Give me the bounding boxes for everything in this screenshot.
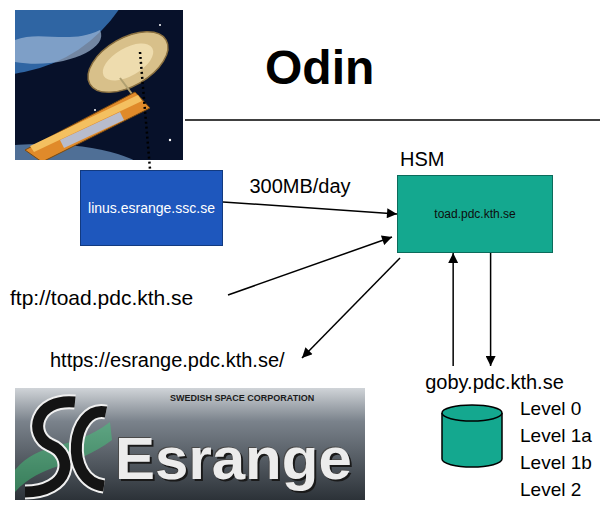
star-dot — [94, 109, 96, 111]
cylinder-top — [442, 405, 502, 421]
logo-subtitle: SWEDISH SPACE CORPORATION — [170, 393, 314, 403]
server-box: toad.pdc.kth.se — [397, 175, 553, 253]
cylinder-outline — [440, 404, 504, 468]
rate-label: 300MB/day — [247, 175, 352, 198]
satellite-picture — [15, 10, 183, 160]
satellite-stripe — [30, 95, 142, 152]
level-label: Level 0 — [520, 398, 581, 420]
level-label: Level 2 — [520, 479, 581, 501]
node-text: toad.pdc.kth.se — [434, 207, 515, 221]
logo-wordmark: Esrange — [115, 424, 352, 493]
diagram-title: Odin — [265, 40, 374, 95]
data-flow-arrow — [490, 253, 492, 366]
logo-ground — [15, 388, 365, 500]
logo-mark — [25, 402, 75, 492]
downlink-line — [140, 52, 150, 169]
logo-mark — [25, 402, 75, 492]
cloud-shape — [15, 30, 101, 64]
satellite-body — [25, 92, 150, 160]
node-text: linus.esrange.ssc.se — [88, 200, 215, 217]
level-label: Level 1b — [520, 452, 592, 474]
url-label: ftp://toad.pdc.kth.se — [10, 286, 193, 310]
level-label: Level 1a — [520, 425, 592, 447]
storage-label: HSM — [400, 148, 444, 171]
url-label: https://esrange.pdc.kth.se/ — [50, 349, 285, 372]
logo-mark — [76, 412, 106, 486]
dish-antenna — [97, 36, 159, 88]
access-arrow — [228, 237, 392, 295]
server-box: linus.esrange.ssc.se — [80, 170, 223, 246]
data-flow-arrow — [223, 202, 397, 214]
data-flow-arrow — [452, 253, 454, 366]
star-dot — [169, 139, 171, 141]
node-text: goby.pdc.kth.se — [425, 370, 564, 394]
esrange-logo — [15, 388, 365, 500]
access-arrow — [302, 258, 400, 358]
star-dot — [159, 24, 161, 26]
title-rule — [185, 119, 600, 121]
logo-mark — [76, 412, 106, 486]
solar-panel — [60, 112, 124, 148]
dish-antenna — [78, 19, 178, 105]
